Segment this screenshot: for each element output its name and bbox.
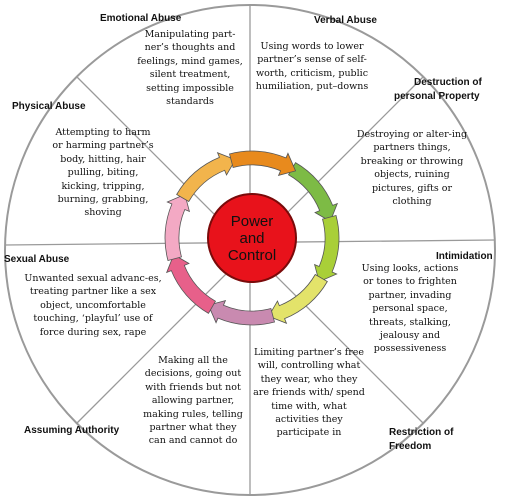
verbal-abuse-title: Verbal Abuse — [314, 15, 377, 26]
physical-abuse-text: Attempting to harm or harming partner’s … — [52, 127, 154, 219]
cycle-arrow — [207, 299, 276, 326]
assuming-authority-title: Assuming Authority — [24, 425, 120, 436]
cycle-arrow — [164, 193, 191, 262]
arrow-ring — [164, 150, 340, 326]
assuming-authority-text: Making all the decisions, going out with… — [143, 355, 243, 447]
sexual-abuse-text: Unwanted sexual advanc-es, treating part… — [24, 273, 162, 338]
center-line-2: and — [239, 230, 265, 247]
emotional-abuse-title: Emotional Abuse — [100, 13, 182, 24]
cycle-arrow — [268, 273, 328, 325]
emotional-abuse-text: Manipulating part-ner’s thoughts and fee… — [137, 29, 243, 108]
sexual-abuse-title: Sexual Abuse — [4, 254, 70, 265]
center-circle — [207, 193, 297, 283]
restriction-title-line1: Restriction of — [389, 427, 454, 438]
physical-abuse-title: Physical Abuse — [12, 101, 86, 112]
restriction-text: Limiting partner’s free will, controllin… — [253, 347, 365, 439]
destruction-text: Destroying or alter-ing partners things,… — [356, 129, 468, 208]
cycle-arrow — [287, 162, 339, 222]
cycle-arrow — [176, 151, 236, 203]
center-label: Power and Control — [210, 213, 294, 264]
intimidation-title: Intimidation — [436, 251, 493, 262]
verbal-abuse-text: Using words to lower partner’s sense of … — [255, 41, 369, 93]
center-line-3: Control — [227, 247, 277, 264]
destruction-title-line1: Destruction of — [414, 77, 482, 88]
cycle-arrow — [165, 254, 217, 314]
intimidation-text: Using looks, actions or tones to frighte… — [361, 263, 459, 355]
restriction-title-line2: Freedom — [389, 441, 432, 452]
cycle-arrow — [228, 150, 297, 177]
cycle-arrow — [313, 214, 340, 283]
destruction-title-line2: personal Property — [394, 91, 480, 102]
center-line-1: Power — [230, 213, 274, 230]
